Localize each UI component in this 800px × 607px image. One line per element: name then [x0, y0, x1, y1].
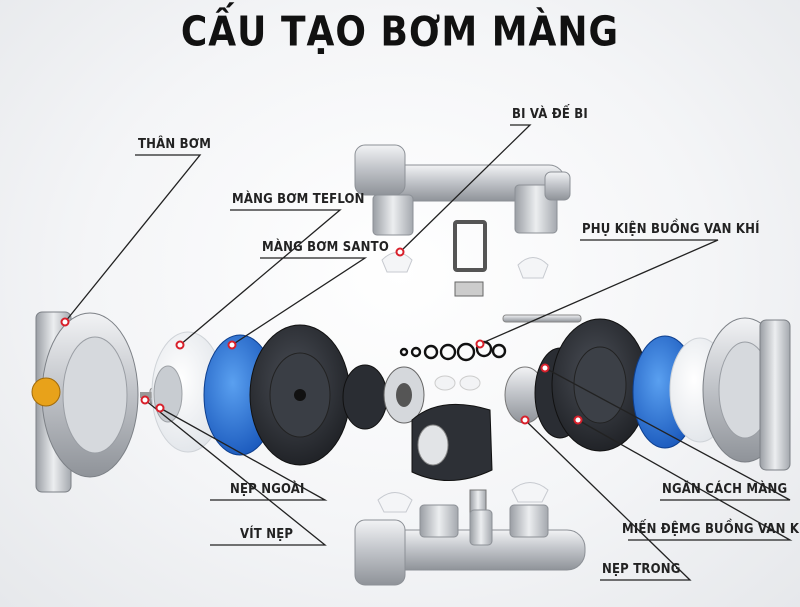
marker-nep-ngoai — [155, 403, 165, 413]
leader-mang-bom-santo — [231, 257, 368, 346]
label-mien-dem-buong-van-khi: MIẾN ĐỆMG BUỒNG VAN KHÍ — [622, 522, 800, 537]
marker-mien-dem-buong-van-khi — [573, 415, 583, 425]
leader-phu-kien-buong-van-khi — [479, 239, 719, 345]
label-mang-bom-teflon: MÀNG BƠM TEFLON — [232, 192, 365, 207]
marker-than-bom — [60, 317, 70, 327]
o-rings — [399, 340, 507, 362]
label-bi-va-de-bi: BI VÀ ĐẾ BI — [512, 107, 588, 122]
marker-phu-kien-buong-van-khi — [475, 339, 485, 349]
marker-nep-trong — [520, 415, 530, 425]
label-vit-nep: VÍT NẸP — [240, 527, 294, 542]
leader-mien-dem-buong-van-khi — [577, 419, 793, 541]
leader-than-bom — [64, 154, 202, 323]
air-chamber — [411, 403, 493, 521]
leader-bi-va-de-bi — [399, 124, 532, 253]
marker-bi-va-de-bi — [395, 247, 405, 257]
top-manifold — [354, 144, 571, 236]
valve-balls-bottom — [377, 375, 549, 513]
valve-plates-center — [342, 364, 425, 430]
leader-ngan-cach-mang — [544, 367, 791, 501]
leader-vit-nep — [144, 399, 327, 546]
leader-nep-trong — [524, 419, 692, 581]
left-pump-body — [31, 311, 169, 493]
label-phu-kien-buong-van-khi: PHỤ KIỆN BUỒNG VAN KHÍ — [582, 222, 760, 237]
label-nep-trong: NẸP TRONG — [602, 562, 681, 577]
label-mang-bom-santo: MÀNG BƠM SANTO — [262, 240, 389, 255]
inner-plate-left — [249, 324, 351, 466]
diagram-title: CẤU TẠO BƠM MÀNG — [180, 8, 620, 57]
marker-ngan-cach-mang — [540, 363, 550, 373]
label-ngan-cach-mang: NGĂN CÁCH MÀNG — [662, 482, 788, 497]
label-than-bom: THÂN BƠM — [138, 137, 212, 152]
bottom-manifold — [354, 504, 586, 586]
marker-vit-nep — [140, 395, 150, 405]
marker-mang-bom-teflon — [175, 340, 185, 350]
leader-nep-ngoai — [159, 407, 328, 501]
right-pump-body — [702, 317, 791, 471]
leader-lines — [64, 124, 793, 581]
label-nep-ngoai: NẸP NGOÀI — [230, 482, 305, 497]
valve-balls-top — [381, 220, 582, 323]
marker-mang-bom-santo — [227, 340, 237, 350]
leader-mang-bom-teflon — [179, 209, 342, 346]
callout-markers — [60, 247, 583, 425]
